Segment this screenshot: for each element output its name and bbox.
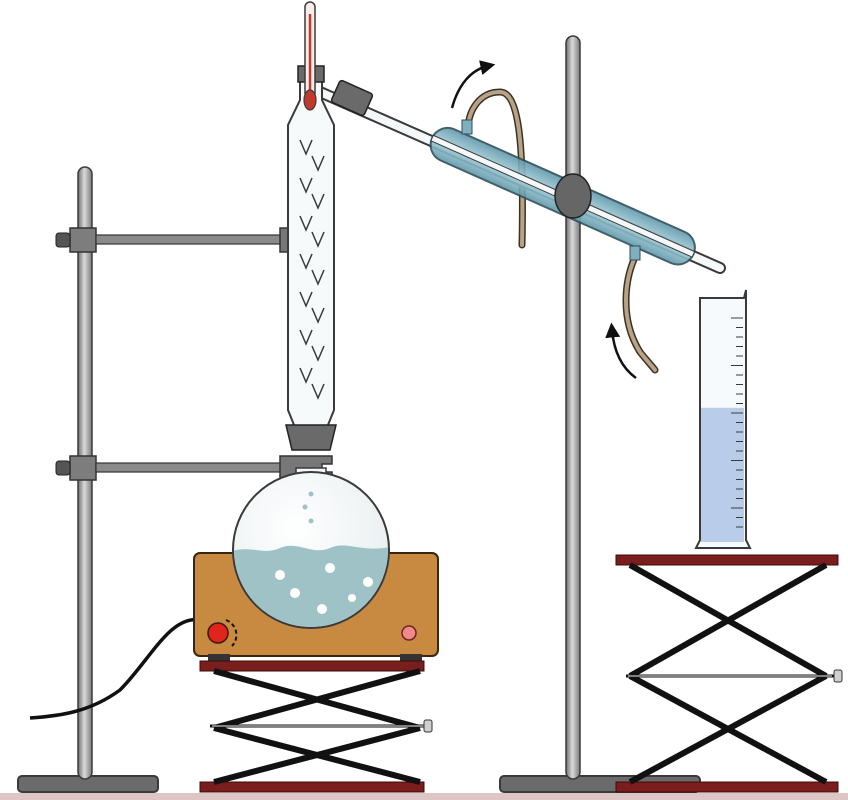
- vigreux-indent: [299, 253, 325, 286]
- ring-stand-right: [499, 35, 701, 793]
- ring-stand-left: [17, 166, 333, 793]
- lab-jack-left: [199, 660, 433, 793]
- floor-line: [0, 793, 848, 800]
- jack-knob-left[interactable]: [423, 719, 433, 733]
- vigreux-indent: [299, 329, 325, 362]
- vigreux-indent: [299, 177, 325, 210]
- flow-arrow-out: [450, 60, 496, 109]
- stand-rod-right: [565, 35, 581, 780]
- jack-knob-right[interactable]: [833, 669, 843, 683]
- power-cord: [29, 618, 201, 720]
- condensate-drops: [302, 491, 314, 524]
- vigreux-indent: [299, 367, 325, 400]
- heater-foot-left: [208, 654, 230, 662]
- round-bottom-flask: [232, 467, 390, 629]
- thermometer-bulb: [303, 89, 317, 111]
- graduated-cylinder: [694, 289, 752, 549]
- power-knob[interactable]: [207, 622, 229, 644]
- liebig-condenser: [314, 79, 726, 274]
- vigreux-indent: [299, 215, 325, 248]
- heater-foot-right: [400, 654, 422, 662]
- cylinder-liquid: [701, 407, 744, 542]
- adapter-stopper: [330, 79, 374, 117]
- indicator-light: [401, 625, 417, 641]
- boiling-bubbles: [275, 563, 373, 614]
- flow-arrow-in: [605, 322, 637, 380]
- vigreux-indent: [299, 291, 325, 324]
- fractionating-column: [285, 65, 337, 451]
- condenser-clamp: [554, 173, 592, 219]
- cylinder-graduations: [731, 317, 743, 528]
- thermometer: [303, 1, 317, 111]
- vigreux-indent: [299, 139, 325, 172]
- vigreux-indents: [299, 139, 325, 400]
- lab-jack-right: [615, 554, 843, 793]
